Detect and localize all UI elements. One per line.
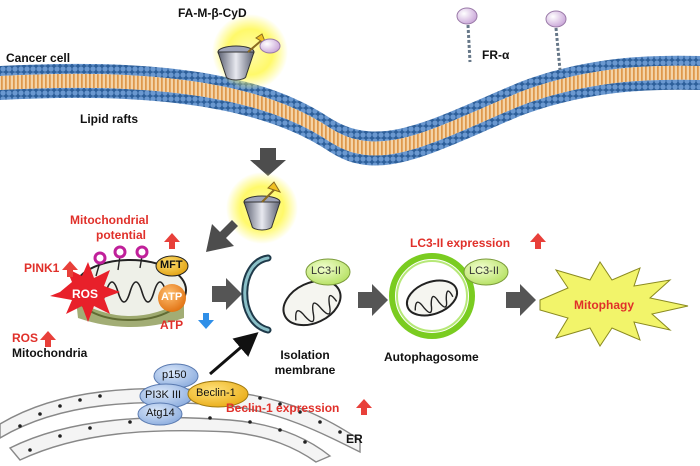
lipid-rafts-label: Lipid rafts (80, 112, 139, 126)
ros-burst-label: ROS (72, 287, 99, 301)
increase-arrow-icon (164, 233, 180, 249)
cell-membrane (0, 55, 700, 166)
mitochondrial-potential-label-line2: potential (96, 228, 146, 242)
internalization-arrow (250, 148, 286, 176)
atp-badge-label: ATP (161, 291, 183, 303)
lc3-ii-expression-label: LC3-II expression (410, 236, 511, 250)
arrow-mito-to-isolation (212, 278, 242, 310)
decrease-arrow-icon (198, 313, 214, 329)
lc3-ii-label-autophagosome: LC3-II (469, 265, 499, 277)
autophagosome (389, 253, 475, 339)
lc3-ii-badge (305, 258, 351, 286)
increase-arrow-icon (40, 331, 56, 347)
arrow-complex-to-isolation (209, 332, 259, 376)
beclin1-protein (187, 380, 249, 408)
increase-arrow-icon (356, 399, 372, 415)
autophagosome-label: Autophagosome (384, 350, 479, 364)
pi3k-iii-label: PI3K III (145, 389, 182, 401)
p150-label: p150 (162, 369, 187, 381)
beclin1-expression-label: Beclin-1 expression (226, 401, 340, 415)
mft-label: MFT (160, 259, 183, 271)
atp-badge (158, 284, 186, 312)
mitochondrial-potential-label-line1: Mitochondrial (70, 213, 149, 227)
isolation-membrane-label-line1: Isolation (280, 348, 330, 362)
arrow-to-mitochondria (206, 220, 238, 252)
lc3-ii-badge (463, 258, 509, 286)
increase-arrow-icon (530, 233, 546, 249)
mitochondria-label: Mitochondria (12, 346, 88, 360)
endoplasmic-reticulum (0, 387, 361, 463)
atg14-label: Atg14 (146, 407, 175, 419)
internalized-cyd (226, 172, 298, 244)
mitophagy-label: Mitophagy (574, 298, 634, 312)
fa-m-beta-cyd-label: FA-M-β-CyD (178, 6, 247, 20)
fr-alpha-label: FR-α (482, 48, 510, 62)
pink1-label: PINK1 (24, 261, 60, 275)
atp-label: ATP (160, 318, 184, 332)
isolation-membrane-label-line2: membrane (274, 363, 336, 377)
mft-badge (155, 255, 189, 277)
increase-arrow-icon (62, 261, 78, 277)
cancer-cell-label: Cancer cell (6, 51, 71, 65)
lc3-ii-label-isolation: LC3-II (311, 265, 341, 277)
fa-m-beta-cyd-complex (212, 14, 288, 90)
mitophagy-burst (539, 261, 689, 347)
fr-alpha-receptor (456, 7, 478, 63)
ros-burst (50, 262, 120, 322)
isolation-membrane (241, 254, 272, 334)
ros-label: ROS (12, 331, 39, 345)
fr-alpha-receptor (545, 10, 567, 71)
beclin1-label: Beclin-1 (196, 387, 236, 399)
arrow-to-mitophagy (506, 284, 536, 316)
arrow-isolation-to-autophagosome (358, 284, 388, 316)
engulfed-mitochondrion (282, 279, 342, 327)
er-label: ER (346, 432, 363, 446)
atg14-protein (137, 402, 183, 426)
pink1-tag-icon (93, 245, 149, 277)
